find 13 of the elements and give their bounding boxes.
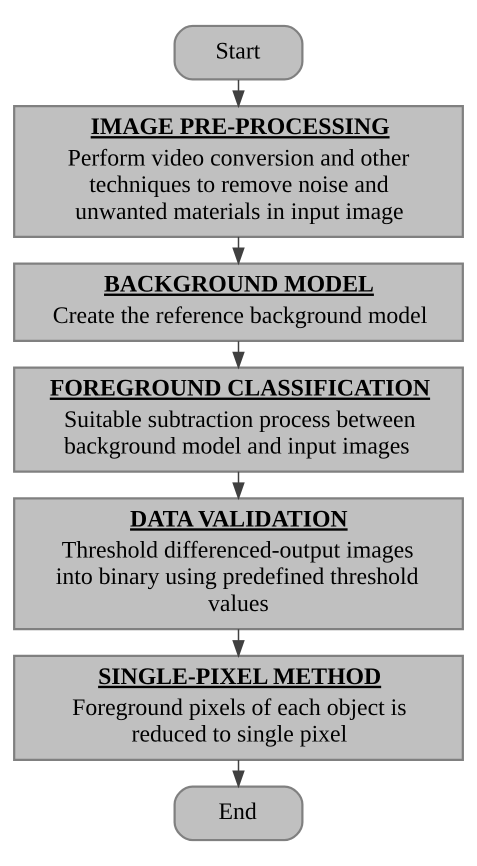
- arrow: [232, 341, 245, 370]
- node-box: SINGLE-PIXEL METHOD Foreground pixels of each object is reduced to single pixel: [13, 654, 464, 761]
- node-box: Start: [174, 24, 304, 81]
- arrow: [232, 629, 245, 658]
- arrow: [232, 472, 245, 500]
- node-box: FOREGROUND CLASSIFICATION Suitable subtraction process between background model and input images: [13, 366, 464, 473]
- arrow: [232, 760, 245, 788]
- arrow: [232, 236, 245, 266]
- arrow: [232, 80, 245, 108]
- node-box: BACKGROUND MODEL Create the reference background model: [13, 262, 464, 342]
- node-box: End: [174, 785, 304, 842]
- node-box: IMAGE PRE-PROCESSING Perform video conversion and other techniques to remove noise and unwanted materials in input image: [13, 105, 464, 238]
- node-box: DATA VALIDATION Threshold differenced-output images into binary using predefined threshold values: [13, 497, 464, 630]
